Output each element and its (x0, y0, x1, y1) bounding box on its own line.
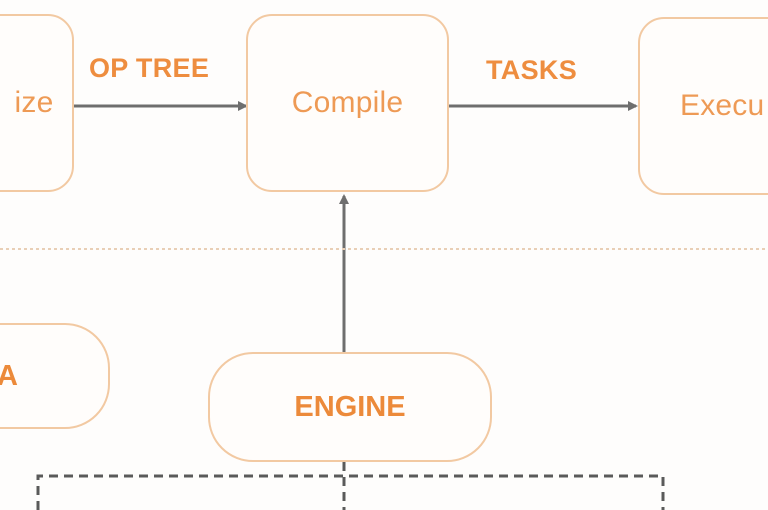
node-left-pill: A (0, 323, 110, 429)
node-execute: Execu (638, 17, 768, 195)
node-engine: ENGINE (208, 352, 492, 462)
node-left-box: ize (0, 14, 74, 192)
node-compile-label: Compile (291, 86, 404, 119)
edge-label-tasks: TASKS (486, 55, 578, 85)
edge-label-optree: OP TREE (89, 53, 210, 83)
node-left-pill-label: A (0, 359, 18, 392)
node-compile: Compile (246, 14, 449, 192)
node-engine-label: ENGINE (294, 390, 406, 423)
dashed-bracket (36, 474, 665, 510)
node-execute-label: Execu (680, 89, 765, 122)
node-left-box-label: ize (14, 86, 54, 119)
